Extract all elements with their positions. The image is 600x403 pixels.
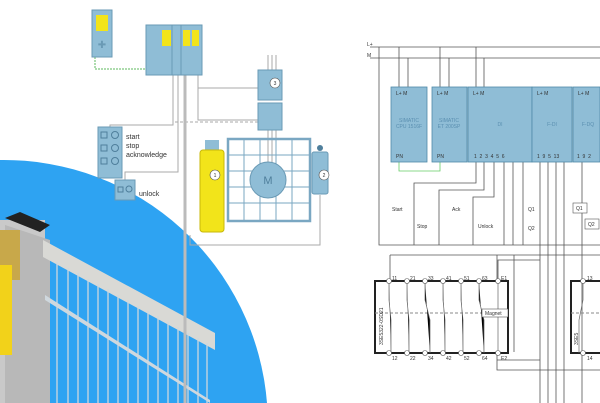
blue-backdrop	[0, 159, 267, 403]
switch-ack: Ack	[452, 207, 461, 213]
terminal: 13	[587, 276, 593, 282]
rail-lplus: L+	[367, 42, 373, 48]
terminal: 14	[587, 356, 593, 362]
terminal: 11	[392, 276, 397, 282]
module-terminal-bottom: 1 2 3 4 5 6	[474, 154, 505, 160]
terminal: 21	[410, 276, 416, 282]
switch-stop: Stop	[417, 224, 428, 230]
module-terminal-bottom: 1 9 5 13	[537, 154, 559, 160]
module-type: ET 200SP	[438, 124, 461, 130]
terminal: 64	[482, 356, 488, 362]
safety-gate-photo	[0, 212, 215, 403]
acknowledge-label: acknowledge	[126, 152, 167, 159]
terminal: E1	[501, 276, 507, 282]
module-fdi	[531, 86, 573, 163]
position-switch: 2	[311, 145, 330, 195]
contactors: 3	[257, 69, 283, 131]
terminal: 63	[482, 276, 488, 282]
part-number: 3SE5322-0SD21	[379, 307, 385, 345]
marker-3: 3	[274, 81, 277, 87]
terminal: 22	[410, 356, 416, 362]
safety-switch-circuit-2: 13 14 3SE5	[570, 276, 600, 362]
marker-1: 1	[214, 173, 217, 179]
motor	[249, 161, 287, 199]
module-terminal-top: L+ M	[437, 91, 448, 97]
switch-unlock: Unlock	[478, 224, 494, 230]
module-terminal-top: L+ M	[537, 91, 548, 97]
module-type: CPU 1516F	[396, 124, 422, 130]
terminal: 51	[464, 276, 470, 282]
safety-lock-circuit-1: Magnet 3SE5322-0SD21 11 21 33 41 51 63 E…	[374, 276, 509, 362]
module-terminal-bottom: PN	[396, 154, 403, 160]
terminal: 52	[464, 356, 470, 362]
terminal: 42	[446, 356, 452, 362]
module-cpu	[390, 86, 428, 163]
terminal: 34	[428, 356, 434, 362]
terminal: 41	[446, 276, 452, 282]
circuit-schematic: L+ M L+ M SIMATIC CPU 1516F PN L+ M SIMA…	[367, 42, 600, 403]
module-terminal-top: L+ M	[473, 91, 484, 97]
module-terminal-bottom: 1 9 2	[577, 154, 591, 160]
contact-q1: Q1	[528, 207, 535, 213]
magnet-label: Magnet	[485, 311, 502, 317]
pushbutton-station	[97, 126, 136, 201]
part-number: 3SE5	[574, 333, 580, 345]
coil-q1: Q1	[576, 206, 583, 212]
rail-m: M	[367, 53, 371, 59]
module-name: SIMATIC	[399, 118, 419, 124]
contact-q2: Q2	[528, 226, 535, 232]
stop-label: stop	[126, 143, 139, 150]
plc-rack	[145, 24, 203, 76]
motor-label: M	[263, 175, 272, 187]
coil-q2: Q2	[588, 222, 595, 228]
terminal: 33	[428, 276, 434, 282]
module-name: SIMATIC	[439, 118, 459, 124]
unlock-label: unlock	[139, 191, 160, 198]
module-terminal-bottom: PN	[437, 154, 444, 160]
module-terminal-top: L+ M	[578, 91, 589, 97]
terminal: 12	[392, 356, 398, 362]
safety-lock-yellow: 1	[199, 140, 225, 233]
module-name: F-DI	[547, 122, 557, 128]
terminal: E2	[501, 356, 507, 362]
marker-2: 2	[323, 173, 326, 179]
switch-start: Start	[392, 207, 403, 213]
module-et200sp	[431, 86, 468, 163]
module-fdq	[572, 86, 600, 163]
module-name: DI	[498, 122, 503, 128]
start-label: start	[126, 134, 140, 141]
hmi-panel: ✚	[91, 9, 113, 58]
svg-text:✚: ✚	[98, 40, 106, 51]
module-di	[467, 86, 533, 163]
module-name: F-DQ	[582, 122, 594, 128]
module-terminal-top: L+ M	[396, 91, 407, 97]
